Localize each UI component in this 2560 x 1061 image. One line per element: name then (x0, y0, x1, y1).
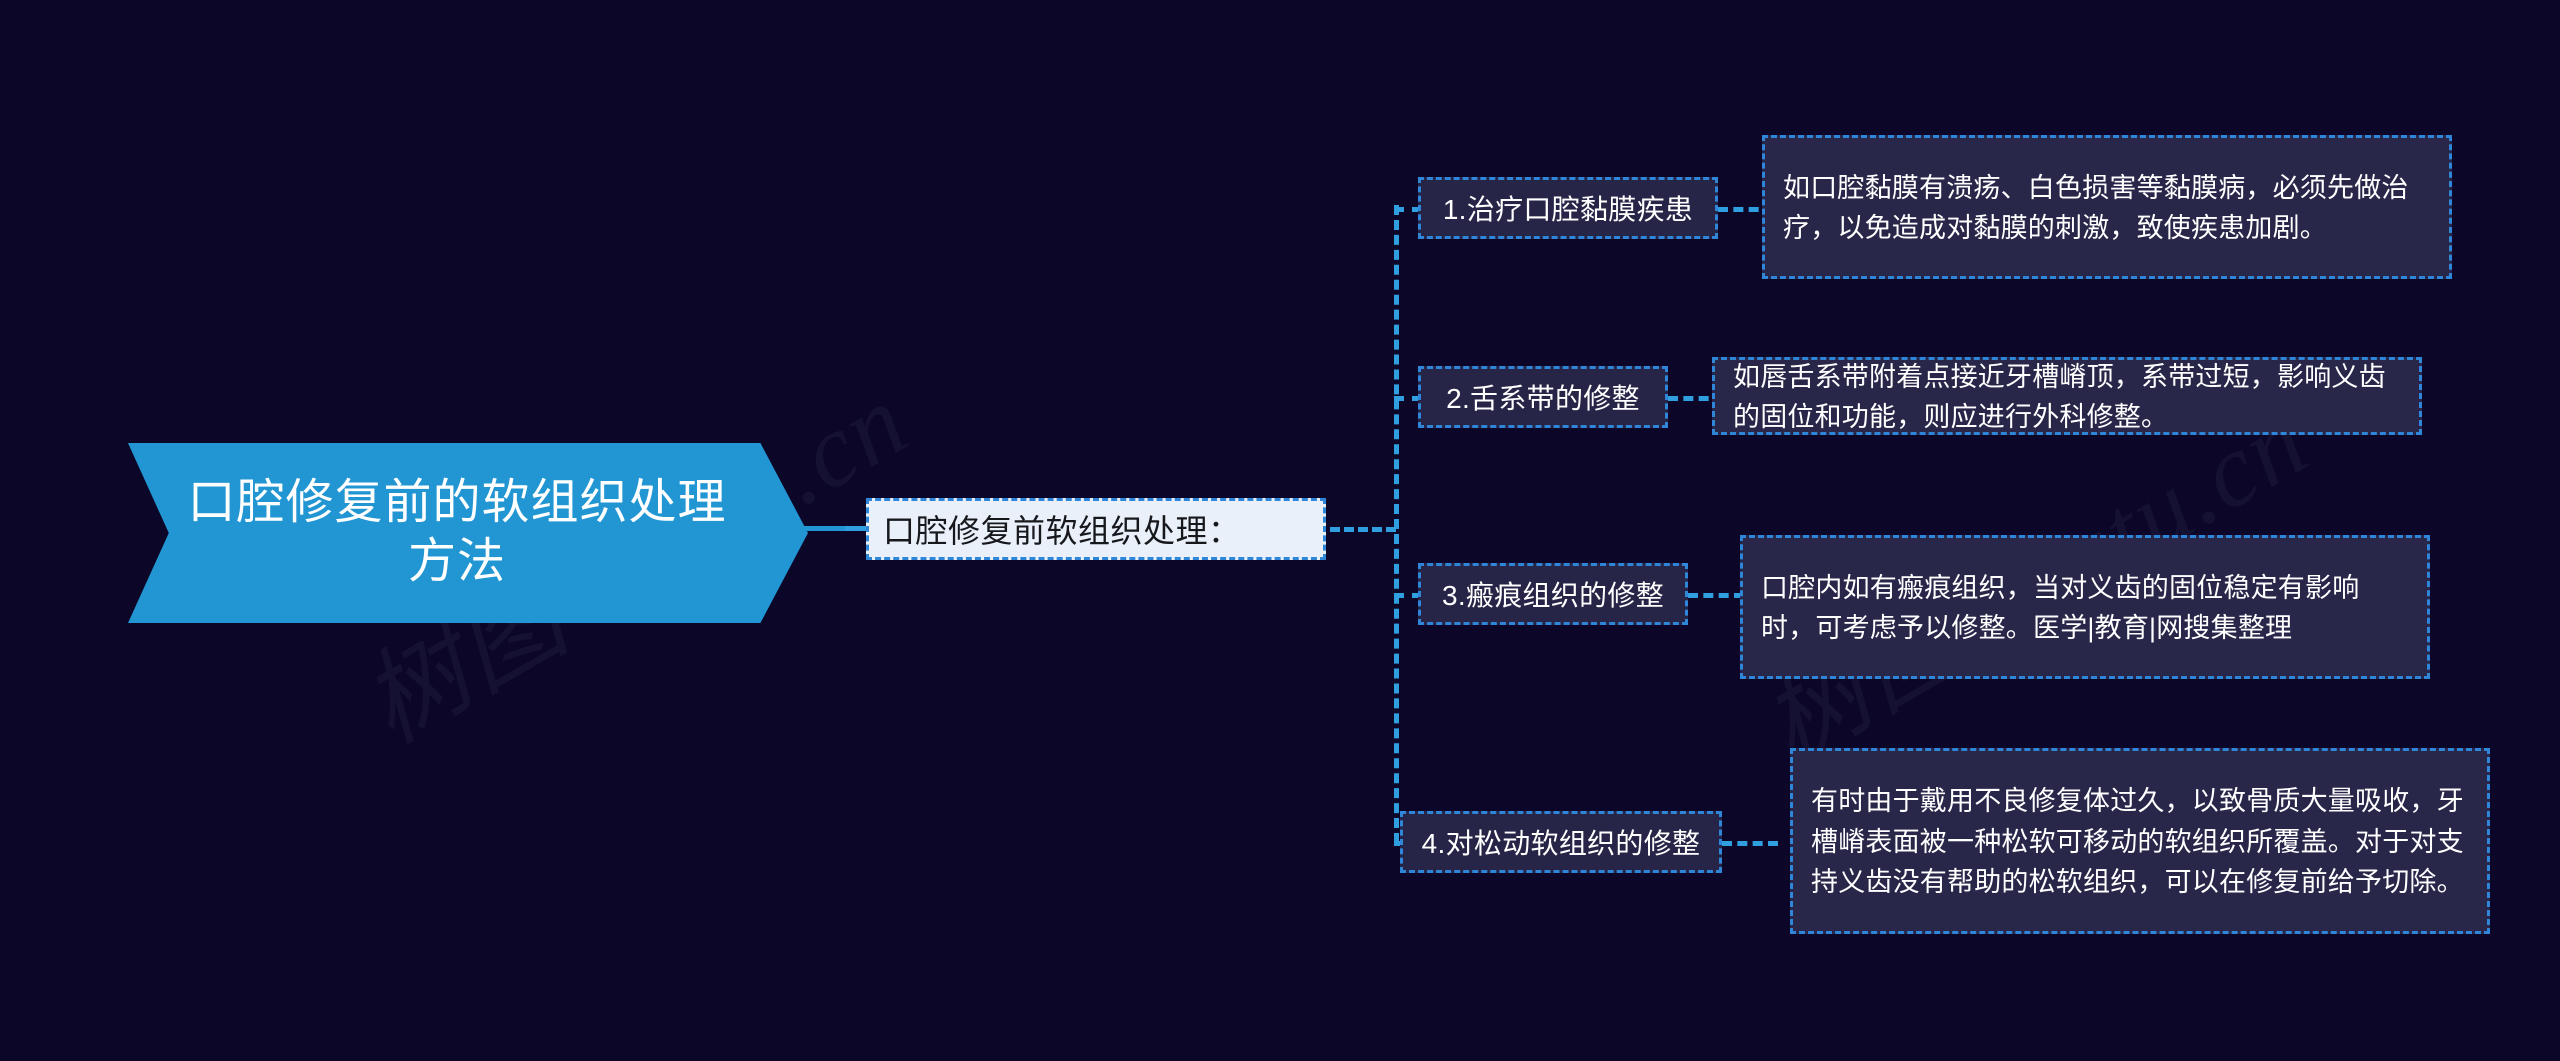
trunk-line (1394, 205, 1399, 843)
branch-node-3-label: 3.瘢痕组织的修整 (1441, 580, 1665, 611)
branch-node-4-label: 4.对松动软组织的修整 (1421, 828, 1701, 859)
detail-box-1-text: 如口腔黏膜有溃疡、白色损害等黏膜病，必须先做治疗，以免造成对黏膜的刺激，致使疾患… (1783, 172, 2409, 244)
branch-3-detail-connector (1688, 593, 1744, 598)
detail-box-3[interactable]: 口腔内如有瘢痕组织，当对义齿的固位稳定有影响时，可考虑予以修整。医学|教育|网搜… (1740, 535, 2430, 679)
root-node-label: 口腔修复前的软组织处理方法 (187, 476, 727, 588)
detail-box-4[interactable]: 有时由于戴用不良修复体过久，以致骨质大量吸收，牙槽嵴表面被一种松软可移动的软组织… (1790, 748, 2490, 934)
branch-1-detail-connector (1718, 207, 1774, 212)
detail-box-1[interactable]: 如口腔黏膜有溃疡、白色损害等黏膜病，必须先做治疗，以免造成对黏膜的刺激，致使疾患… (1762, 135, 2452, 279)
detail-box-3-text: 口腔内如有瘢痕组织，当对义齿的固位稳定有影响时，可考虑予以修整。医学|教育|网搜… (1761, 572, 2360, 644)
branch-node-3[interactable]: 3.瘢痕组织的修整 (1418, 563, 1688, 625)
detail-box-2-text: 如唇舌系带附着点接近牙槽嵴顶，系带过短，影响义齿的固位和功能，则应进行外科修整。 (1733, 361, 2386, 433)
root-to-center-connector-dash (845, 526, 869, 531)
center-node[interactable]: 口腔修复前软组织处理： (866, 498, 1326, 560)
trunk-stub-2 (1394, 396, 1422, 401)
branch-4-detail-connector (1722, 841, 1778, 846)
branch-node-1-label: 1.治疗口腔黏膜疾患 (1442, 194, 1694, 225)
center-to-trunk-connector (1330, 527, 1396, 532)
branch-node-2[interactable]: 2.舌系带的修整 (1418, 366, 1668, 428)
branch-node-2-label: 2.舌系带的修整 (1446, 383, 1640, 414)
branch-node-1[interactable]: 1.治疗口腔黏膜疾患 (1418, 177, 1718, 239)
branch-2-detail-connector (1668, 396, 1724, 401)
center-node-label: 口腔修复前软组织处理： (883, 513, 1241, 549)
root-node[interactable]: 口腔修复前的软组织处理方法 (128, 443, 808, 623)
detail-box-2[interactable]: 如唇舌系带附着点接近牙槽嵴顶，系带过短，影响义齿的固位和功能，则应进行外科修整。 (1712, 357, 2422, 435)
branch-node-4[interactable]: 4.对松动软组织的修整 (1400, 811, 1722, 873)
trunk-stub-3 (1394, 593, 1422, 598)
root-to-center-connector (770, 526, 858, 531)
detail-box-4-text: 有时由于戴用不良修复体过久，以致骨质大量吸收，牙槽嵴表面被一种松软可移动的软组织… (1811, 786, 2464, 898)
trunk-stub-1 (1394, 207, 1422, 212)
